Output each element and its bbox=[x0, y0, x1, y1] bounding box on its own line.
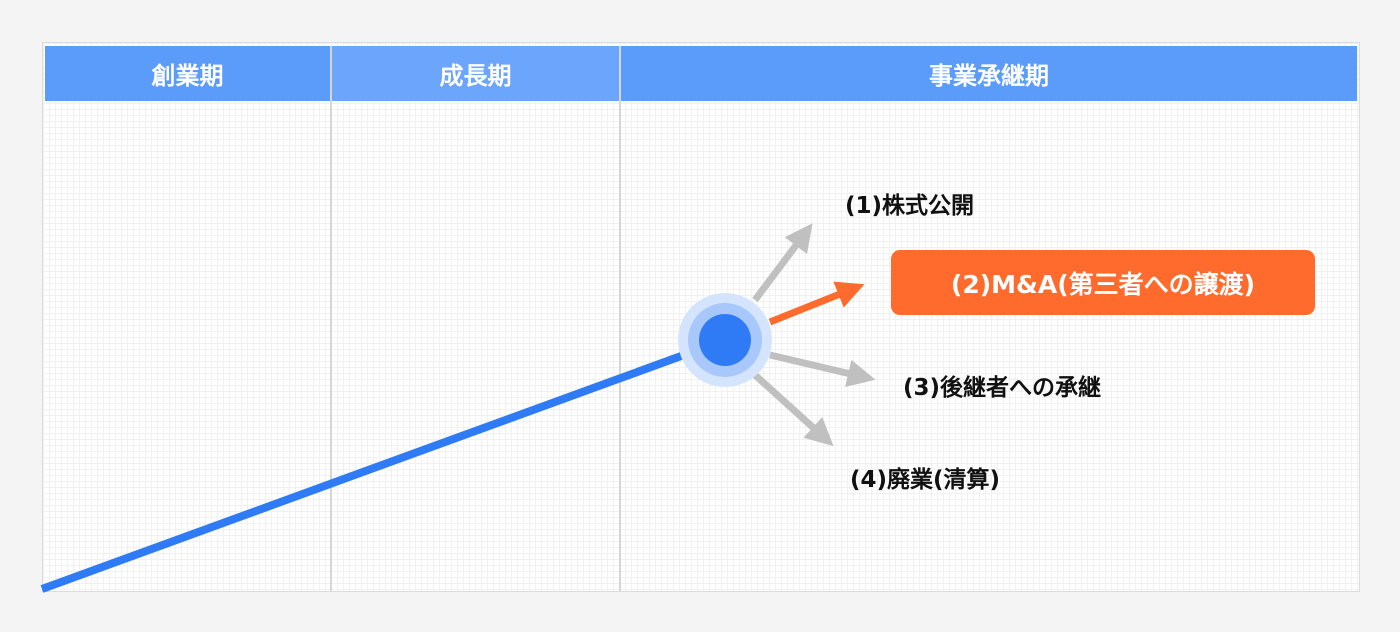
option-ma-highlight: (2)M&A(第三者への譲渡) bbox=[891, 250, 1315, 315]
arrow-successor bbox=[769, 351, 876, 388]
arrow-closure bbox=[752, 372, 834, 447]
phase-divider bbox=[619, 46, 621, 591]
option-closure: (4)廃業(清算) bbox=[850, 467, 1001, 493]
phase-header-founding: 創業期 bbox=[45, 46, 330, 101]
option-ipo: (1)株式公開 bbox=[845, 193, 975, 219]
current-point bbox=[699, 314, 751, 366]
arrow-ma bbox=[768, 281, 865, 326]
phase-header-succession: 事業承継期 bbox=[621, 46, 1357, 101]
phase-divider bbox=[330, 46, 332, 591]
growth-line bbox=[40, 336, 727, 593]
arrow-ipo bbox=[752, 223, 813, 303]
option-successor: (3)後継者への承継 bbox=[903, 375, 1102, 401]
phase-header-growth: 成長期 bbox=[332, 46, 619, 101]
